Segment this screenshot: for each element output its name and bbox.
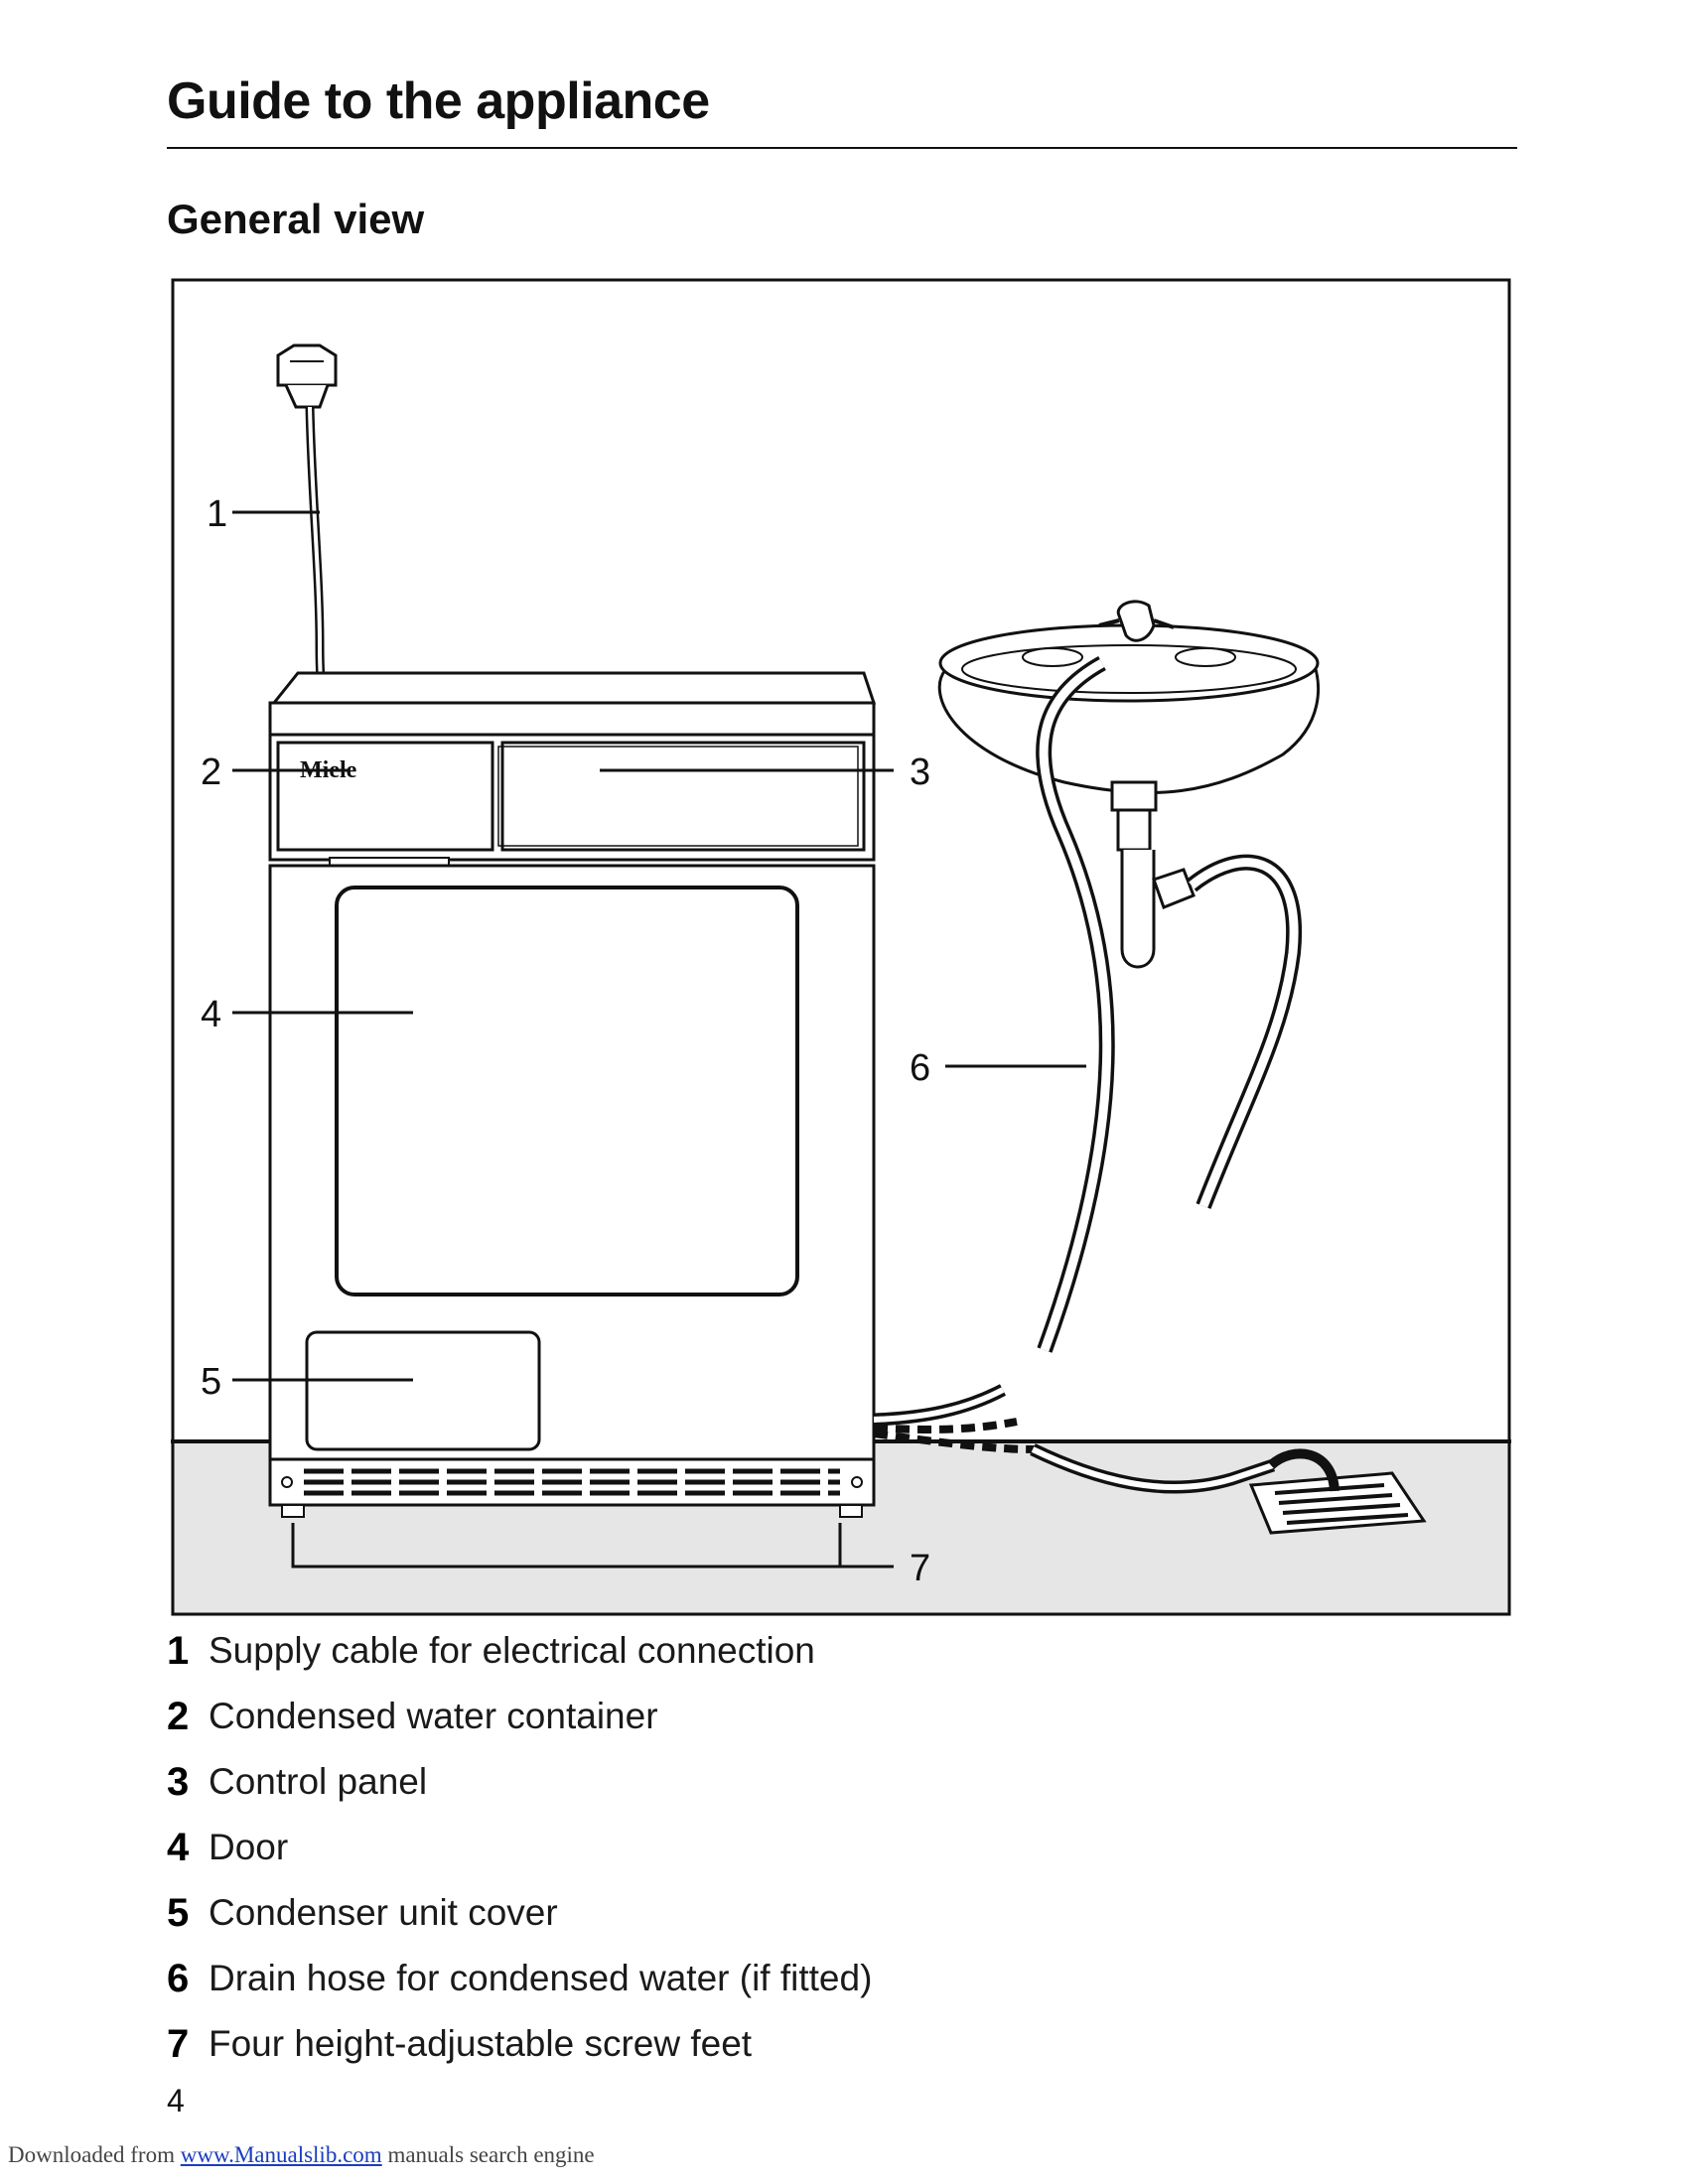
control-panel: [500, 741, 866, 852]
title-divider: [167, 147, 1517, 149]
footer-suffix: manuals search engine: [381, 2142, 595, 2167]
dryer-cabinet: [268, 671, 877, 1518]
section-title: General view: [167, 196, 425, 242]
manualslib-link[interactable]: www.Manualslib.com: [180, 2142, 382, 2167]
screw-foot: [281, 1504, 305, 1518]
footer-prefix: Downloaded from: [8, 2142, 181, 2167]
plug-icon: [276, 343, 338, 409]
door: [335, 886, 799, 1297]
condensed-water-container: [276, 741, 494, 852]
callout-6: 6: [910, 1047, 930, 1089]
sink-drain-hose: [1186, 854, 1303, 1209]
callout-5: 5: [201, 1361, 221, 1403]
floor-drain-icon: [1248, 1448, 1427, 1535]
callout-1: 1: [207, 493, 227, 535]
appliance-diagram: Miele: [171, 278, 1511, 1616]
callout-7: 7: [910, 1548, 930, 1589]
callout-4: 4: [201, 994, 221, 1035]
condenser-unit-cover: [305, 1330, 541, 1451]
callout-3: 3: [910, 751, 930, 793]
callout-2: 2: [201, 751, 221, 793]
page-number: 4: [167, 2083, 185, 2118]
page-title: Guide to the appliance: [167, 72, 710, 130]
footer: Downloaded from www.Manualslib.com manua…: [8, 2142, 595, 2168]
sink-icon: [937, 600, 1320, 969]
figure-frame: [171, 278, 1511, 1616]
screw-foot: [839, 1504, 863, 1518]
